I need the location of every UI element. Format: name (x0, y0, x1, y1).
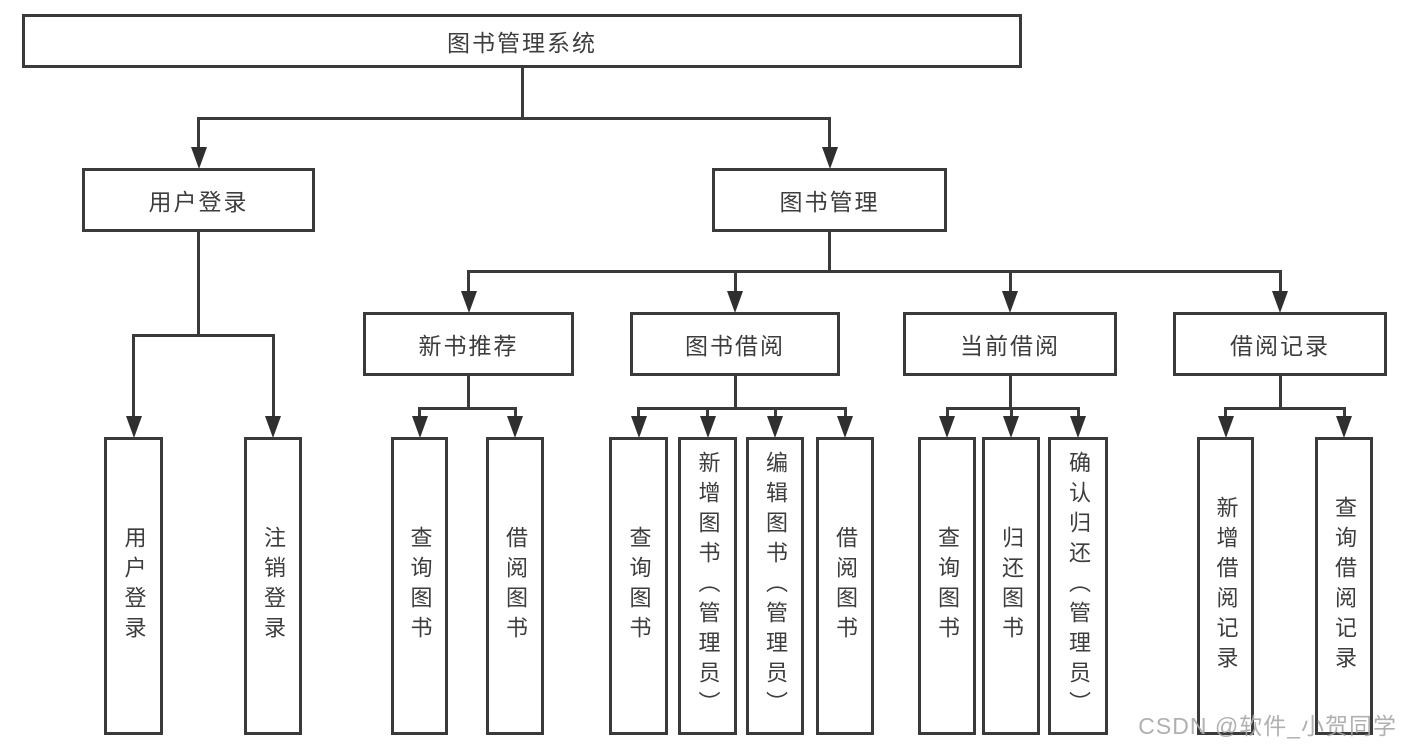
node-label: 图书管理 (779, 189, 880, 215)
node-newrec: 新书推荐 (363, 312, 574, 376)
arrow-down-icon (1217, 416, 1234, 438)
node-v4: 借阅图书 (486, 437, 544, 735)
node-label: 图书管理系统 (447, 30, 597, 56)
connector-hline (418, 406, 517, 410)
node-label: 当前借阅 (960, 333, 1060, 359)
node-label: 确认归还（管理员） (1066, 451, 1091, 721)
connector-vline (843, 408, 847, 421)
connector-hline (467, 269, 1282, 273)
node-current: 当前借阅 (903, 312, 1117, 376)
node-v3: 查询图书 (391, 437, 448, 735)
node-label: 查询图书 (626, 526, 652, 646)
node-sys-root: 图书管理系统 (22, 14, 1022, 68)
connector-vline (1342, 408, 1346, 421)
node-login: 用户登录 (82, 168, 315, 232)
node-label: 新增借阅记录 (1213, 496, 1239, 676)
node-borrow: 图书借阅 (630, 312, 840, 376)
node-mgmt: 图书管理 (712, 168, 947, 232)
arrow-down-icon (1336, 416, 1352, 438)
connector-vline (1076, 408, 1080, 421)
arrow-down-icon (1070, 416, 1086, 438)
node-records: 借阅记录 (1173, 312, 1387, 376)
connector-vline (1008, 271, 1012, 296)
connector-vline (467, 376, 470, 410)
arrow-down-icon (190, 147, 207, 169)
connector-vline (513, 408, 517, 421)
connector-vline (1224, 408, 1227, 421)
connector-vline (945, 408, 949, 421)
connector-vline (467, 271, 470, 296)
arrow-down-icon (1003, 416, 1019, 438)
connector-vline (637, 408, 640, 421)
arrow-down-icon (837, 416, 853, 438)
node-v6: 新增图书（管理员） (678, 437, 737, 735)
connector-vline (828, 232, 831, 273)
node-label: 新书推荐 (418, 333, 519, 359)
node-label: 新增图书（管理员） (695, 451, 721, 721)
node-v7: 编辑图书（管理员） (746, 437, 804, 735)
connector-hline (197, 116, 831, 120)
node-label: 借阅图书 (833, 526, 858, 646)
node-v11: 确认归还（管理员） (1048, 437, 1108, 735)
connector-vline (197, 118, 200, 152)
node-label: 注销登录 (261, 526, 286, 646)
node-label: 借阅图书 (503, 526, 528, 646)
connector-vline (706, 408, 709, 421)
connector-hline (132, 333, 275, 337)
node-v10: 归还图书 (982, 437, 1040, 735)
connector-vline (773, 408, 777, 421)
node-label: 用户登录 (148, 189, 249, 215)
arrow-down-icon (460, 291, 477, 313)
connector-vline (828, 118, 831, 152)
csdn-watermark: CSDN @软件_小贺同学 (1138, 713, 1397, 739)
connector-vline (271, 335, 275, 421)
arrow-down-icon (630, 416, 647, 438)
connector-vline (418, 408, 421, 421)
connector-vline (1009, 408, 1013, 421)
connector-vline (1008, 376, 1012, 410)
arrow-down-icon (939, 416, 955, 438)
arrow-down-icon (125, 416, 142, 438)
arrow-down-icon (727, 291, 743, 313)
node-label: 查询图书 (935, 526, 960, 646)
connector-vline (520, 68, 524, 120)
node-label: 查询图书 (407, 526, 433, 646)
arrow-down-icon (767, 416, 783, 438)
connector-hline (637, 406, 847, 410)
arrow-down-icon (1272, 291, 1288, 313)
arrow-down-icon (411, 416, 428, 438)
connector-vline (132, 335, 135, 421)
node-label: 图书借阅 (685, 333, 785, 359)
node-v8: 借阅图书 (816, 437, 874, 735)
connector-vline (733, 271, 737, 296)
connector-hline (945, 406, 1080, 410)
node-label: 编辑图书（管理员） (763, 451, 788, 721)
node-label: 查询借阅记录 (1332, 496, 1357, 676)
node-v12: 新增借阅记录 (1197, 437, 1254, 735)
node-label: 用户登录 (121, 526, 147, 646)
node-label: 归还图书 (999, 526, 1024, 646)
node-v5: 查询图书 (609, 437, 668, 735)
arrow-down-icon (507, 416, 523, 438)
node-v1: 用户登录 (104, 437, 163, 735)
arrow-down-icon (265, 416, 281, 438)
arrow-down-icon (699, 416, 716, 438)
node-v9: 查询图书 (918, 437, 976, 735)
node-v2: 注销登录 (244, 437, 302, 735)
connector-vline (197, 232, 200, 337)
connector-vline (1278, 376, 1282, 410)
arrow-down-icon (1002, 291, 1018, 313)
node-v13: 查询借阅记录 (1315, 437, 1373, 735)
connector-vline (1278, 271, 1282, 296)
node-label: 借阅记录 (1230, 333, 1330, 359)
connector-vline (733, 376, 737, 410)
connector-hline (1224, 406, 1346, 410)
arrow-down-icon (821, 147, 838, 169)
